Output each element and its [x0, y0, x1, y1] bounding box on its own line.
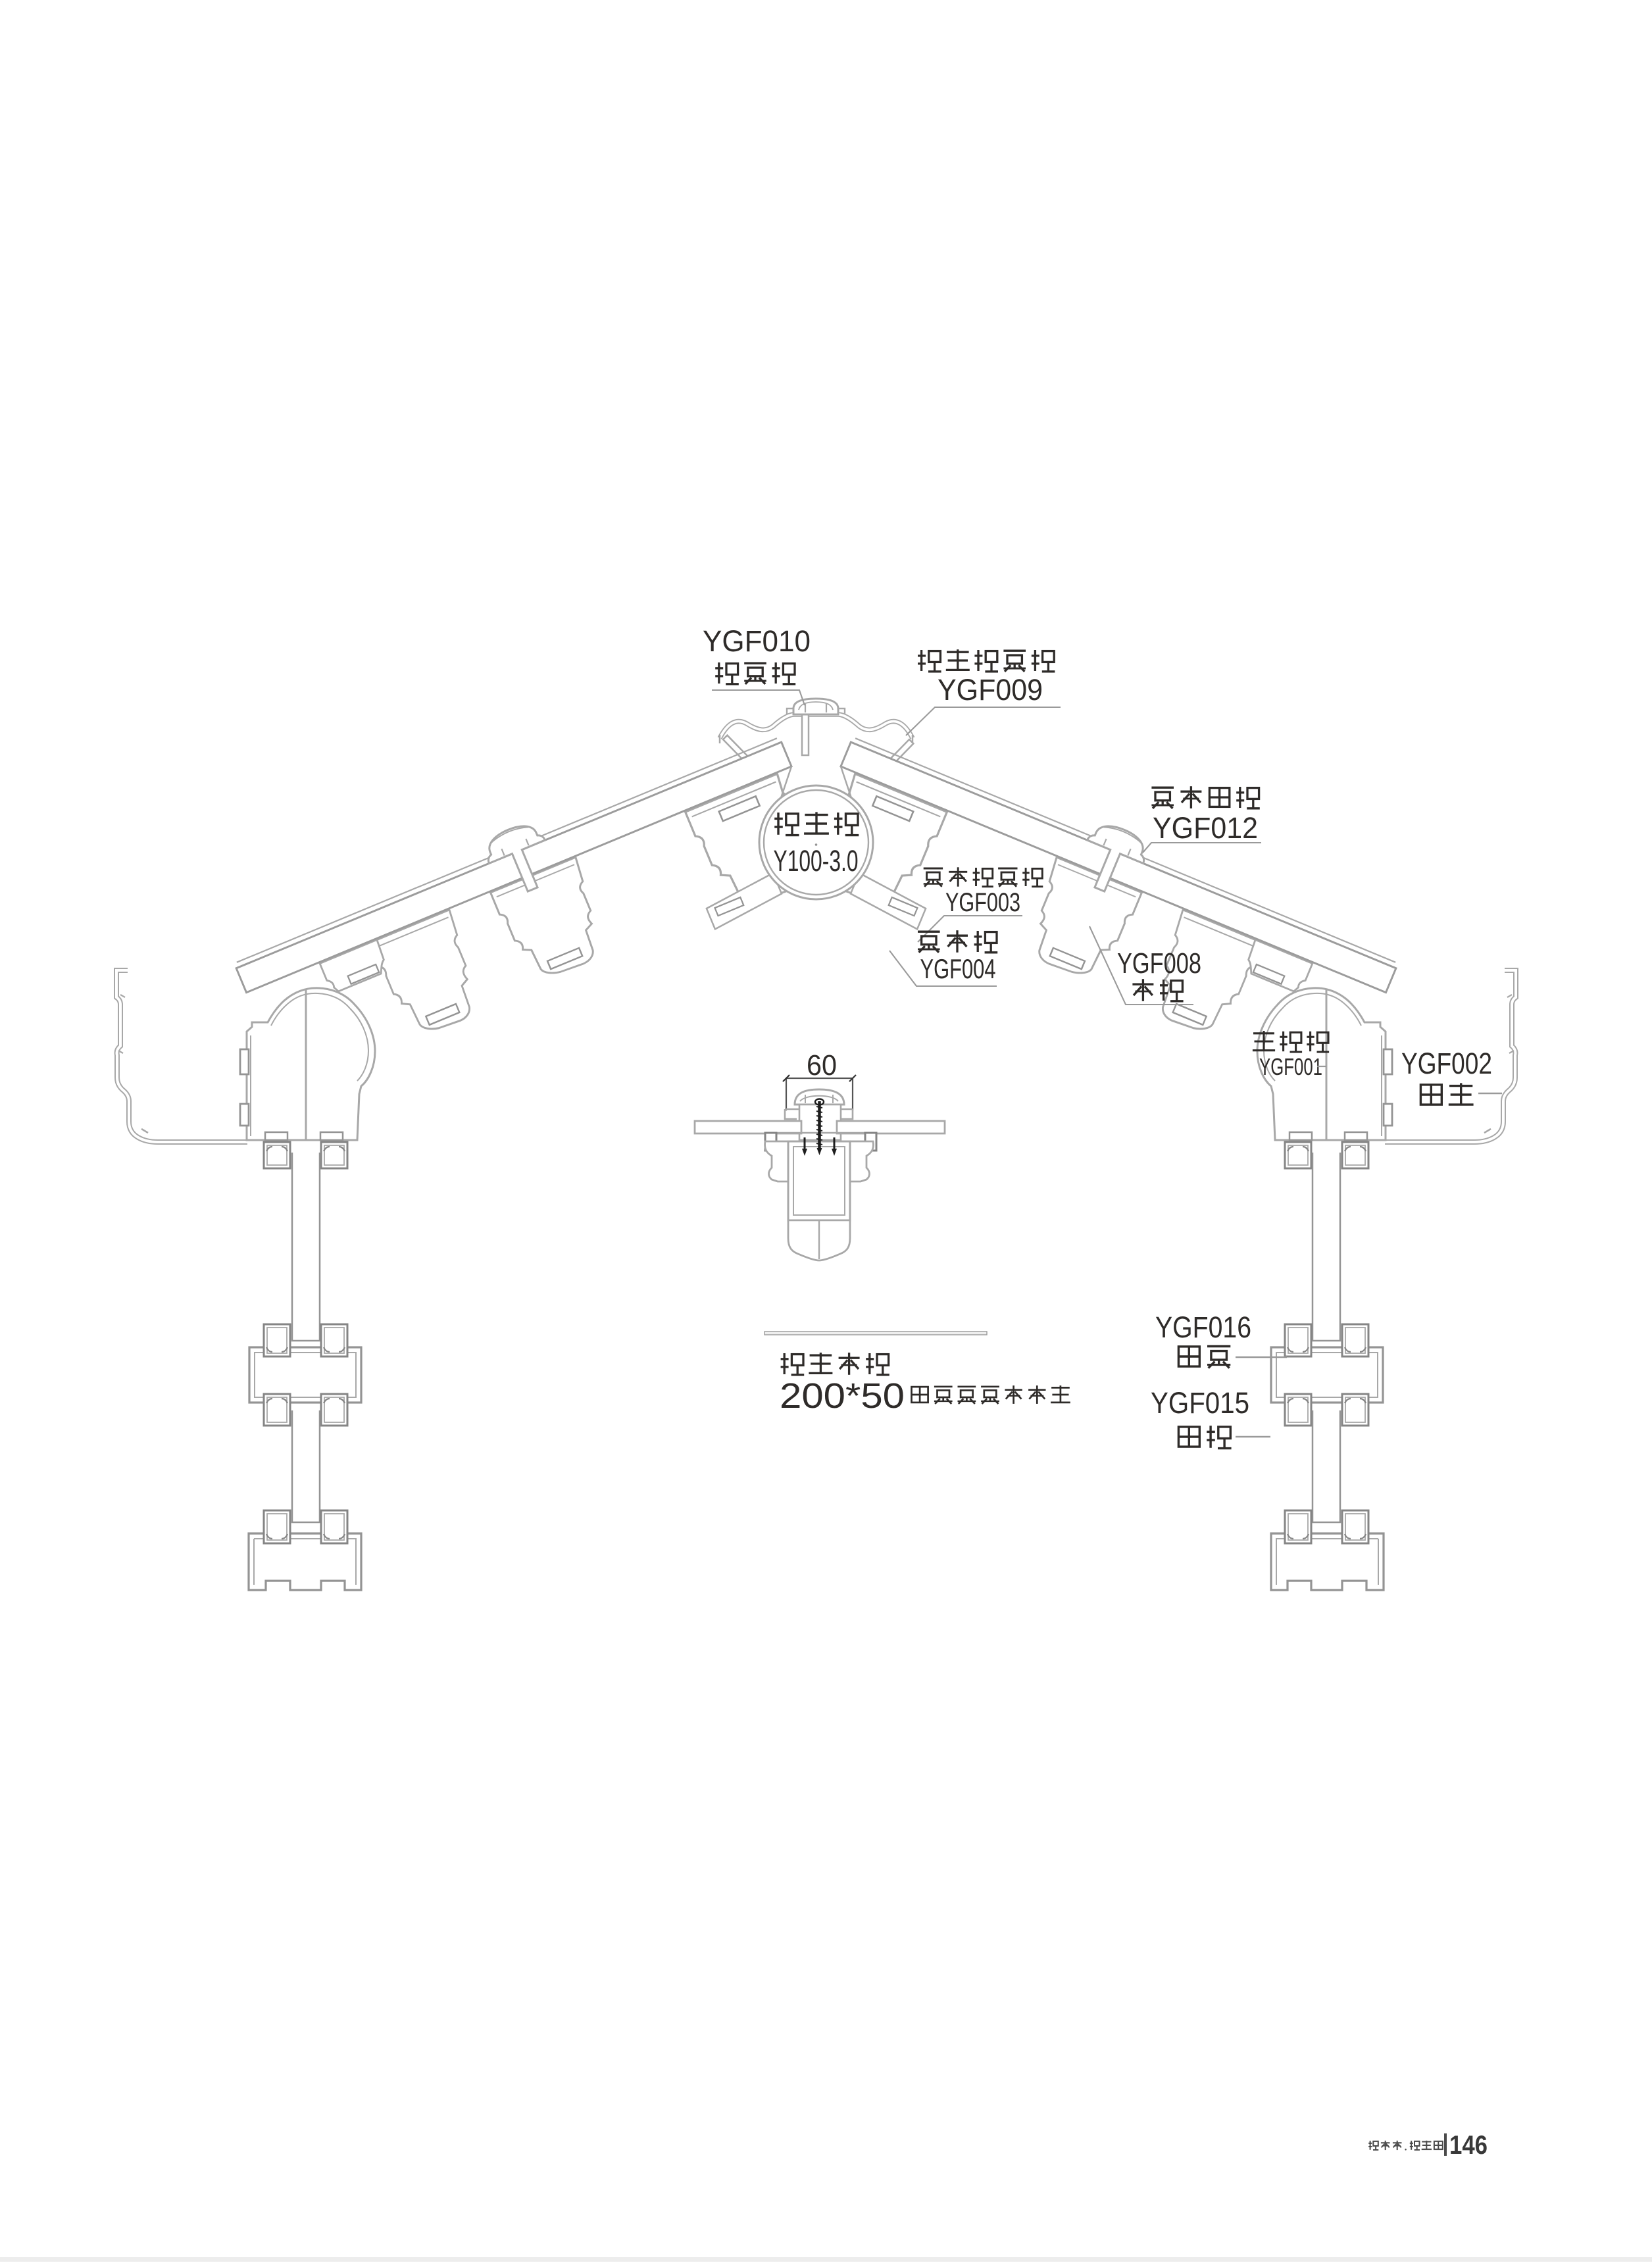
- svg-text:146: 146: [1449, 2131, 1488, 2160]
- svg-text:YGF009: YGF009: [938, 673, 1043, 707]
- svg-text:YGF010: YGF010: [703, 624, 811, 658]
- svg-text:YGF003: YGF003: [945, 888, 1020, 917]
- svg-text:Y100-3.0: Y100-3.0: [774, 844, 859, 878]
- svg-text:YGF016: YGF016: [1155, 1310, 1251, 1344]
- svg-text:YGF001: YGF001: [1259, 1053, 1322, 1080]
- svg-text:YGF015: YGF015: [1151, 1386, 1249, 1420]
- svg-text:YGF004: YGF004: [920, 953, 996, 984]
- svg-text:YGF012: YGF012: [1153, 811, 1258, 845]
- svg-text:YGF008: YGF008: [1117, 947, 1201, 980]
- svg-text:60: 60: [807, 1049, 837, 1082]
- svg-text:200*50: 200*50: [780, 1376, 905, 1416]
- svg-text:YGF002: YGF002: [1401, 1047, 1492, 1080]
